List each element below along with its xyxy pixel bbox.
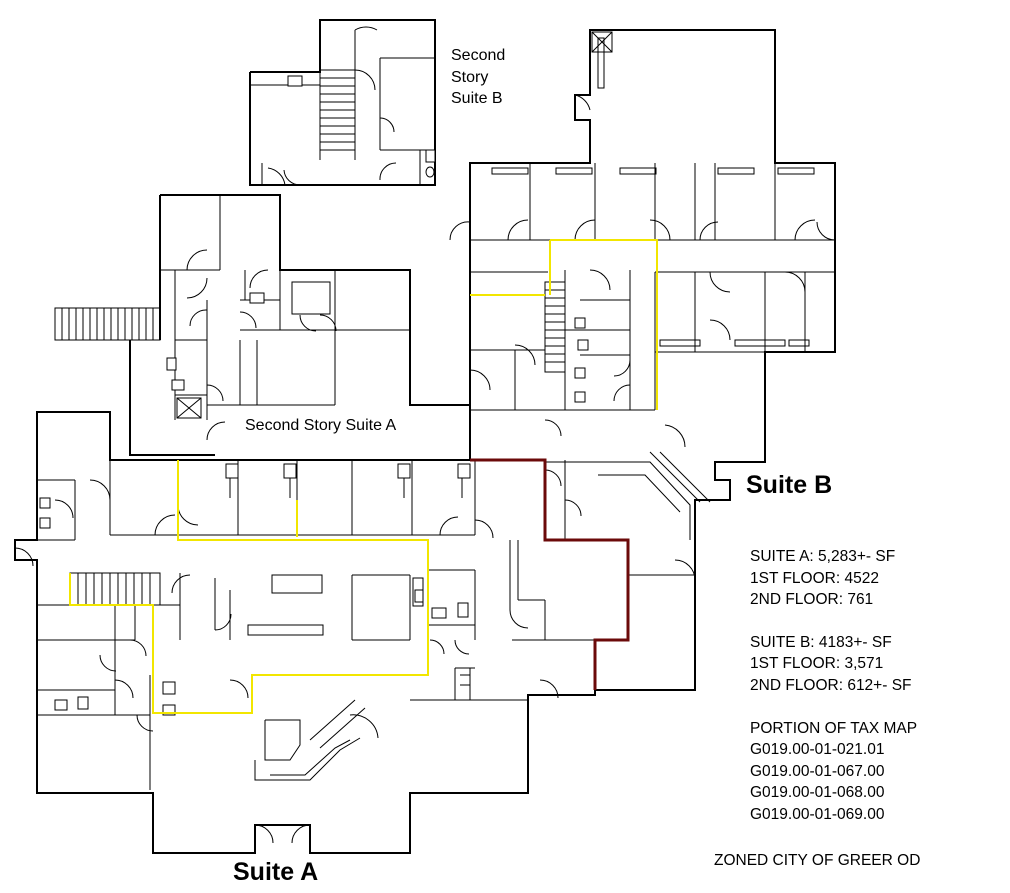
suite-a-plan <box>14 405 596 854</box>
tax-map-parcel: G019.00-01-021.01 <box>750 741 885 759</box>
tax-map-notes: PORTION OF TAX MAP G019.00-01-021.01 G01… <box>750 718 917 826</box>
second-story-suite-a-plan <box>54 194 470 456</box>
suite-b-total: SUITE B: 4183+- SF <box>750 633 892 651</box>
suite-a-second-floor: 2ND FLOOR: 761 <box>750 591 874 609</box>
suite-b-first-floor: 1ST FLOOR: 3,571 <box>750 655 884 673</box>
area-notes: SUITE A: 5,283+- SF 1ST FLOOR: 4522 2ND … <box>750 546 917 847</box>
second-story-suite-b-line-3: Suite B <box>451 90 503 107</box>
tax-map-heading: PORTION OF TAX MAP <box>750 719 918 737</box>
second-story-suite-b-line-2: Story <box>451 68 489 86</box>
tax-map-parcel: G019.00-01-068.00 <box>750 784 885 802</box>
suite-b-plan <box>449 29 836 691</box>
suite-a-total: SUITE A: 5,283+- SF <box>750 548 896 565</box>
second-story-suite-b-line-1: Second <box>451 47 506 64</box>
tax-map-parcel: G019.00-01-069.00 <box>750 805 885 823</box>
suite-b-second-story-boundary <box>550 239 658 410</box>
second-story-suite-b-label: Second Story Suite B <box>451 45 505 110</box>
suite-b-area-notes: SUITE B: 4183+- SF 1ST FLOOR: 3,571 2ND … <box>750 632 917 697</box>
suite-b-second-floor: 2ND FLOOR: 612+- SF <box>750 676 912 694</box>
zoning-note: ZONED CITY OF GREER OD <box>714 852 921 869</box>
suite-a-boundary <box>69 460 429 714</box>
suite-b-label: Suite B <box>746 471 833 499</box>
second-story-suite-a-label: Second Story Suite A <box>245 417 397 434</box>
suite-b-boundary <box>470 458 630 690</box>
second-story-suite-b-plan <box>249 19 436 186</box>
tax-map-parcel: G019.00-01-067.00 <box>750 762 885 780</box>
suite-a-label: Suite A <box>233 858 319 886</box>
suite-a-first-floor: 1ST FLOOR: 4522 <box>750 569 879 587</box>
suite-a-area-notes: SUITE A: 5,283+- SF 1ST FLOOR: 4522 2ND … <box>750 546 917 611</box>
